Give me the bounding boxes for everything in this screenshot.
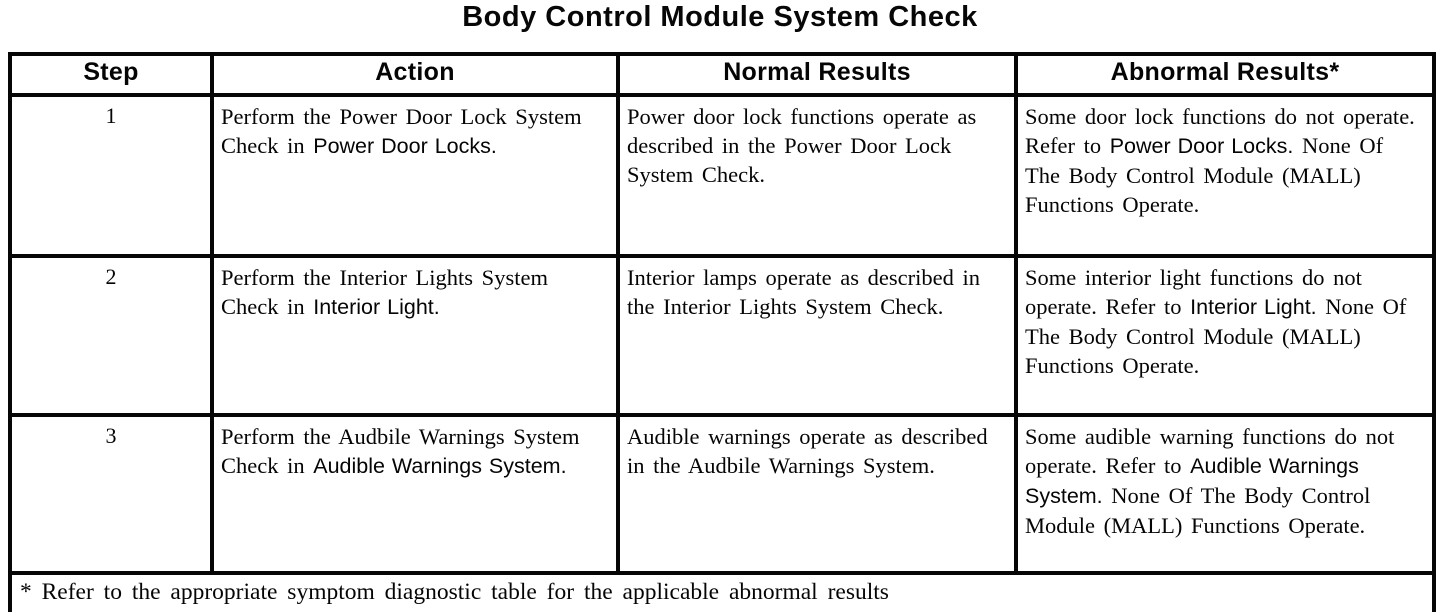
action-reference: Audible Warnings System. [313,454,567,478]
header-step: Step [8,52,214,97]
abnormal-text: Some interior light functions do not ope… [1025,265,1362,319]
abnormal-results-cell: Some interior light functions do not ope… [1014,254,1436,417]
abnormal-results-cell: Some door lock functions do not operate.… [1014,93,1436,258]
table-row: 2 Perform the Interior Lights System Che… [8,254,1436,417]
header-normal-results: Normal Results [616,52,1018,97]
footnote-row: * Refer to the appropriate symptom diagn… [8,571,1436,612]
system-check-table: Step Action Normal Results Abnormal Resu… [8,52,1436,612]
abnormal-reference: Audible Warnings System. [1025,454,1359,508]
abnormal-text: Some door lock functions do not operate.… [1025,104,1415,158]
action-reference: Interior Light. [313,295,440,319]
abnormal-text-post: None Of The Body Control Module (MALL) F… [1025,133,1384,217]
abnormal-results-cell: Some audible warning functions do not op… [1014,413,1436,575]
footnote: * Refer to the appropriate symptom diagn… [8,571,1436,612]
abnormal-reference: Power Door Locks. [1109,134,1294,158]
step-cell: 3 [8,413,214,575]
abnormal-reference: Interior Light. [1190,295,1317,319]
step-cell: 2 [8,254,214,417]
header-abnormal-results: Abnormal Results* [1014,52,1436,97]
step-cell: 1 [8,93,214,258]
action-cell: Perform the Audbile Warnings System Chec… [210,413,620,575]
abnormal-text: Some audible warning functions do not op… [1025,424,1395,478]
action-text: Perform the Interior Lights System Check… [221,265,548,319]
abnormal-text-post: None Of The Body Control Module (MALL) F… [1025,294,1407,378]
table-row: 3 Perform the Audbile Warnings System Ch… [8,413,1436,575]
action-cell: Perform the Power Door Lock System Check… [210,93,620,258]
action-reference: Power Door Locks. [313,134,497,158]
page-title: Body Control Module System Check [462,1,978,33]
abnormal-text-post: None Of The Body Control Module (MALL) F… [1025,483,1371,538]
header-row: Step Action Normal Results Abnormal Resu… [8,52,1436,97]
action-text: Perform the Power Door Lock System Check… [221,104,582,158]
header-action: Action [210,52,620,97]
action-cell: Perform the Interior Lights System Check… [210,254,620,417]
normal-results-cell: Power door lock functions operate as des… [616,93,1018,258]
normal-results-cell: Audible warnings operate as described in… [616,413,1018,575]
action-text: Perform the Audbile Warnings System Chec… [221,424,580,478]
table-row: 1 Perform the Power Door Lock System Che… [8,93,1436,258]
normal-results-cell: Interior lamps operate as described in t… [616,254,1018,417]
